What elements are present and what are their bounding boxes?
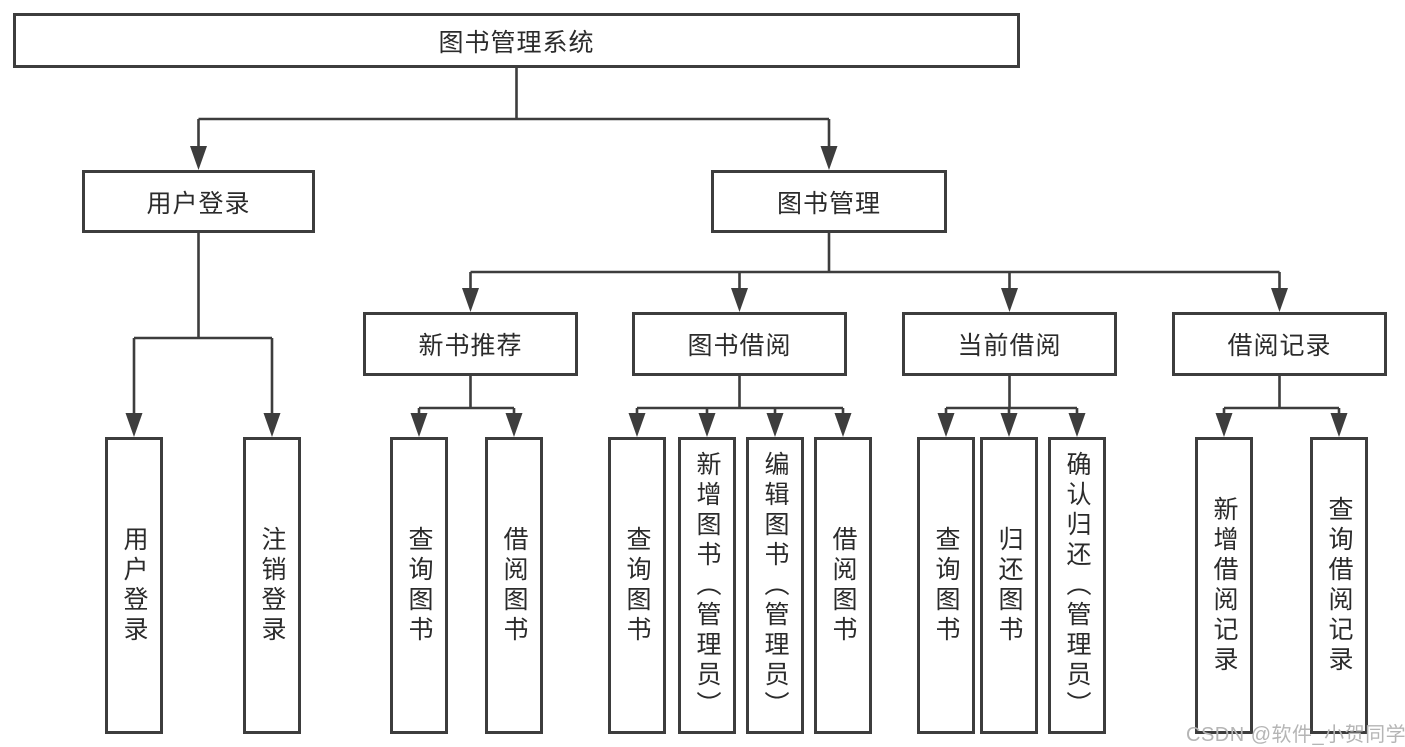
connector-user-login-children <box>125 233 281 437</box>
node-book-borrow: 图书借阅 <box>632 312 847 376</box>
node-user-login: 用户登录 <box>82 170 315 233</box>
node-query-borrow-record: 查询借阅记录 <box>1310 437 1368 734</box>
node-library-system: 图书管理系统 <box>13 13 1020 68</box>
node-borrow-records: 借阅记录 <box>1172 312 1387 376</box>
node-current-borrow: 当前借阅 <box>902 312 1117 376</box>
node-new-book-recommend: 新书推荐 <box>363 312 578 376</box>
node-borrow-books-leaf: 借阅图书 <box>814 437 872 734</box>
node-logout-leaf: 注销登录 <box>243 437 301 734</box>
connector-current-borrow-children <box>937 376 1086 437</box>
node-query-books-recommend: 查询图书 <box>390 437 448 734</box>
node-confirm-return-admin: 确认归还（管理员） <box>1048 437 1106 734</box>
node-query-books-current: 查询图书 <box>917 437 975 734</box>
node-user-login-leaf: 用户登录 <box>105 437 163 734</box>
connector-borrow-records-children <box>1215 376 1348 437</box>
connector-book-borrow-children <box>628 376 852 437</box>
node-edit-book-admin: 编辑图书（管理员） <box>746 437 804 734</box>
node-add-borrow-record: 新增借阅记录 <box>1195 437 1253 734</box>
connector-book-mgmt-to-level3 <box>462 233 1288 312</box>
node-query-books-borrow: 查询图书 <box>608 437 666 734</box>
connector-root-to-level2 <box>190 68 838 170</box>
node-borrow-books-recommend: 借阅图书 <box>485 437 543 734</box>
node-return-book: 归还图书 <box>980 437 1038 734</box>
node-book-management: 图书管理 <box>711 170 947 233</box>
connector-new-book-children <box>410 376 523 437</box>
node-add-book-admin: 新增图书（管理员） <box>678 437 736 734</box>
csdn-watermark: CSDN @软件_小贺同学 <box>1186 724 1405 746</box>
